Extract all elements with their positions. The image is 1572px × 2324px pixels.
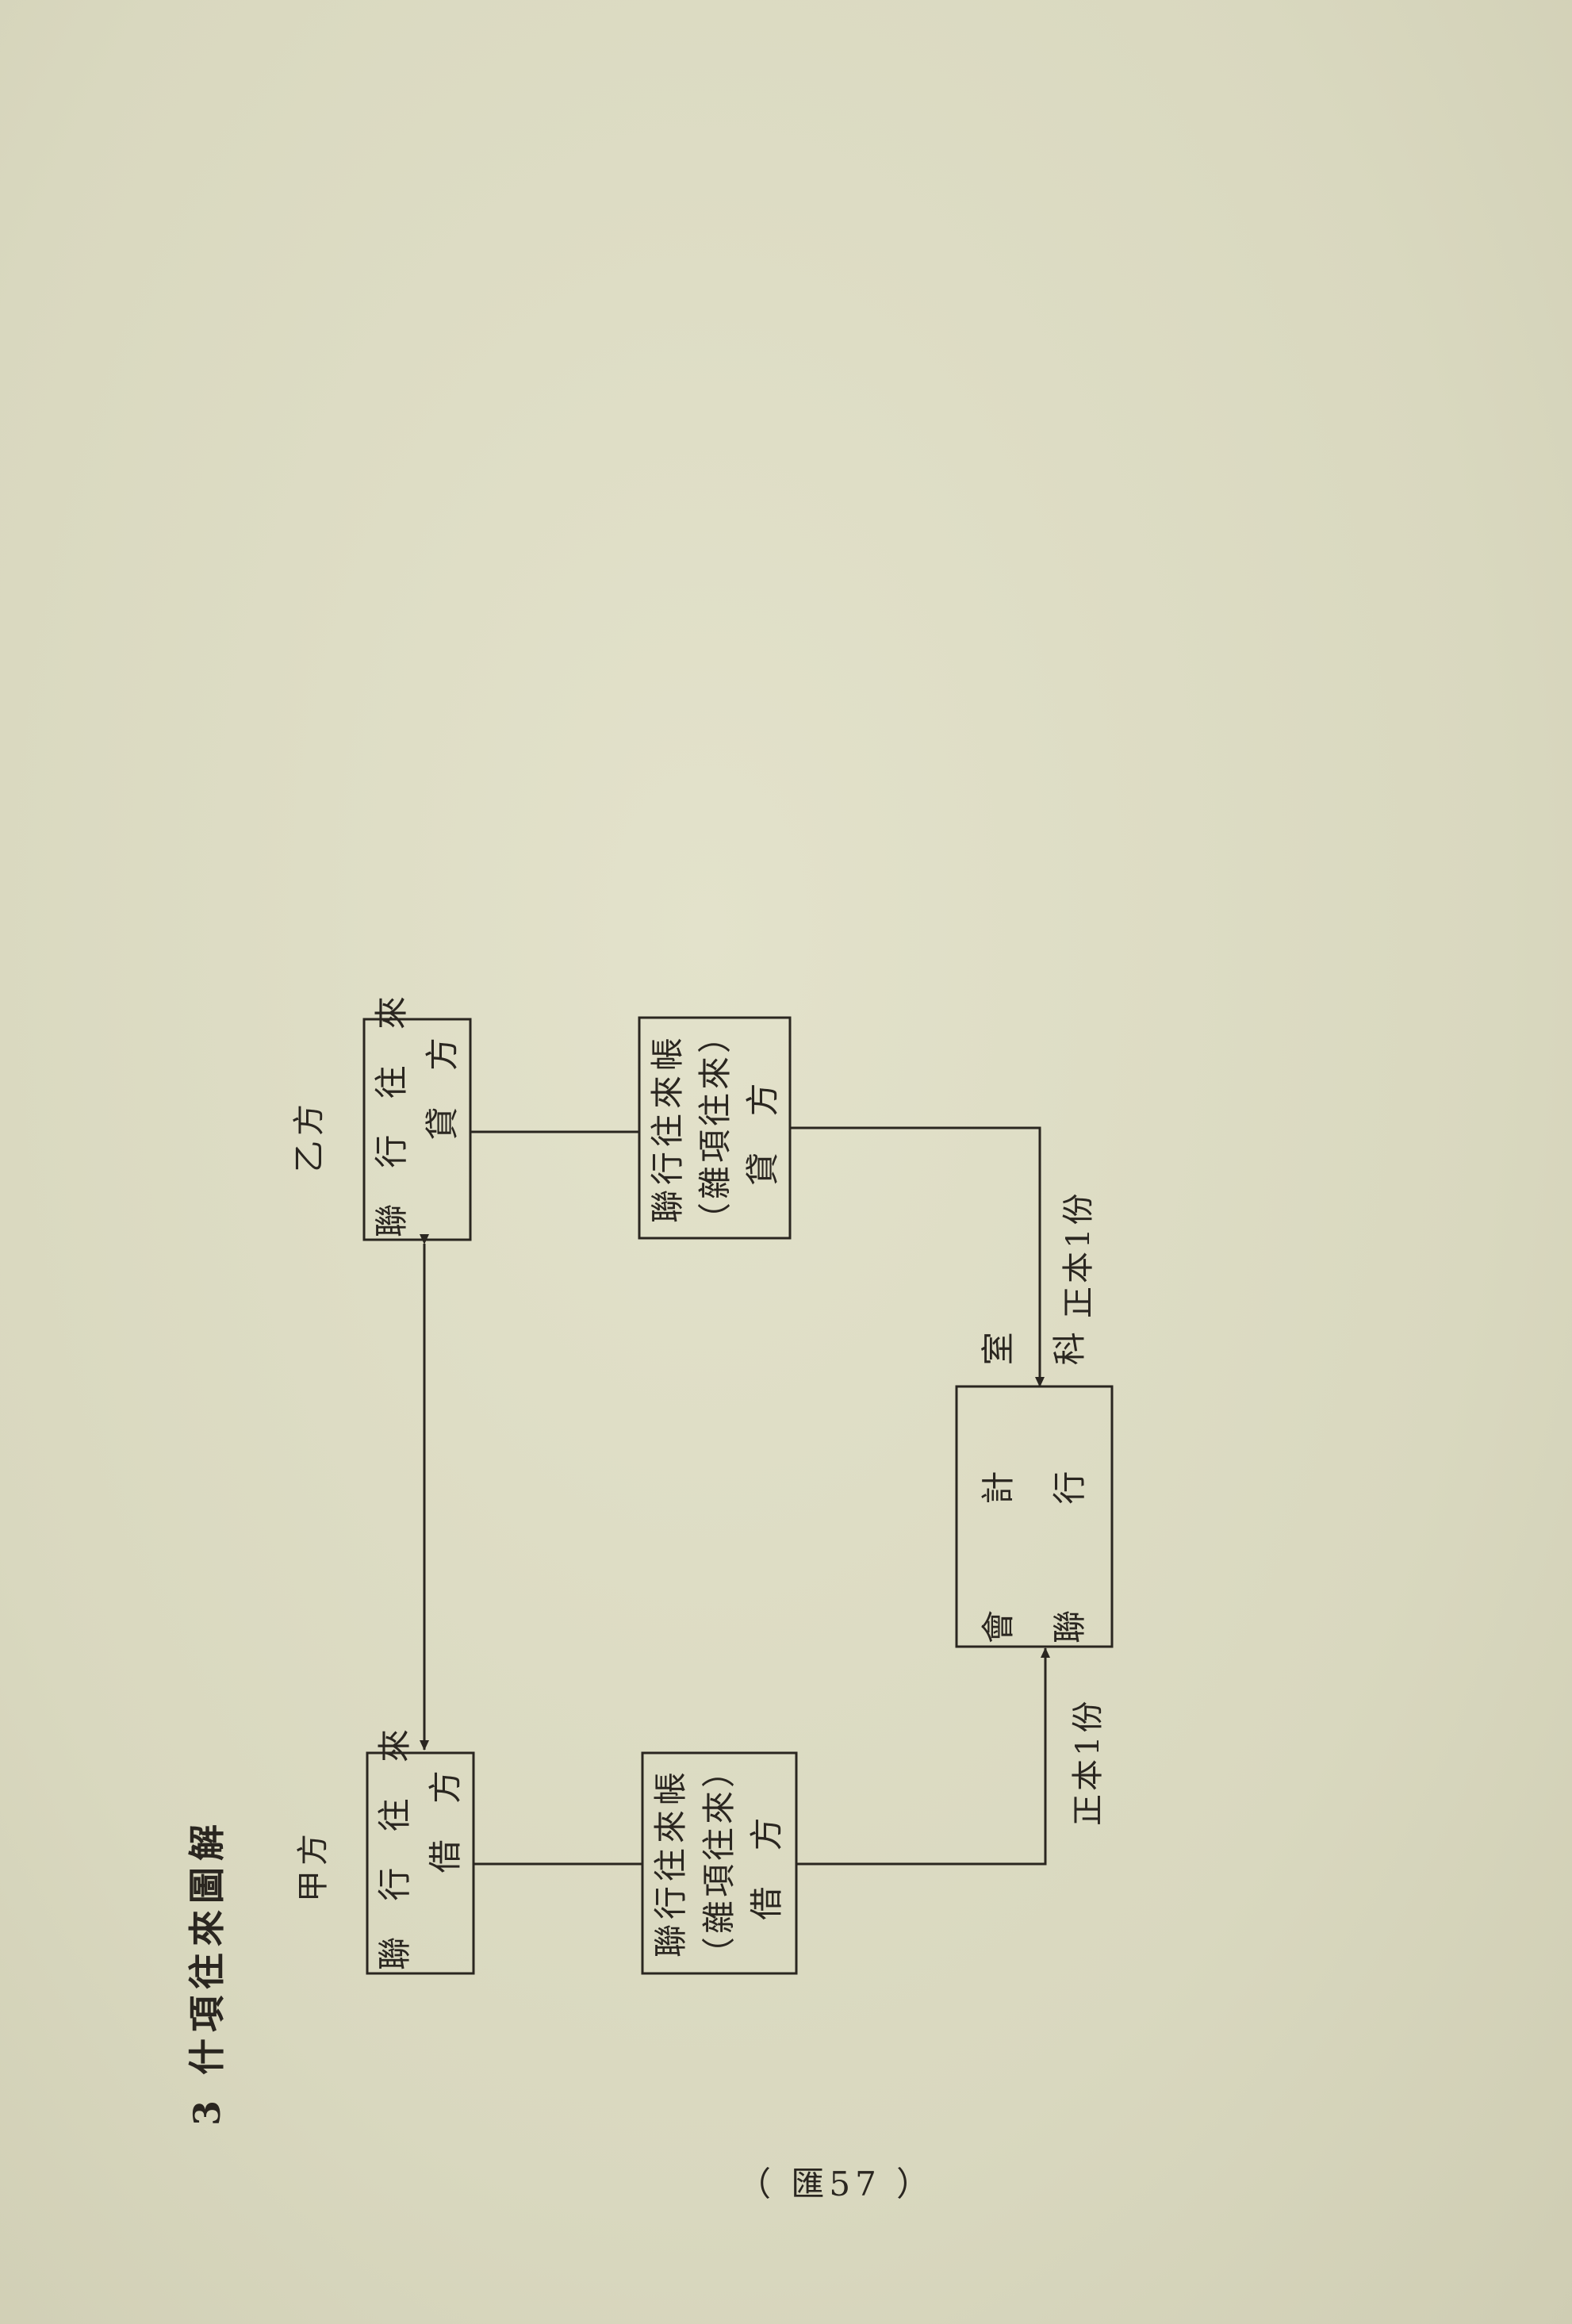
- party-b-journal-line3: 貸 方: [742, 1070, 782, 1186]
- party-b-ledger-text: 聯 行 往 來 貸 方: [366, 983, 468, 1237]
- party-a-journal-line3: 借 方: [747, 1804, 787, 1920]
- party-b-label: 乙方: [291, 1099, 328, 1172]
- accounting-office-text: 會 計 室 聯 行 科: [963, 1284, 1106, 1643]
- party-b-journal-line2: （雜項往來）: [695, 1016, 734, 1236]
- party-a-ledger-line2: 借 方: [425, 1758, 465, 1873]
- party-a-journal-line2: （雜項往來）: [699, 1751, 738, 1970]
- page-heading: 3 什項往來圖解: [186, 1817, 228, 2126]
- party-b-to-office-arrow: [790, 1126, 1045, 1387]
- party-a-journal-text: 聯行往來帳 （雜項往來） 借 方: [647, 1751, 792, 1970]
- party-a-ledger-box: [366, 1751, 475, 1975]
- party-b-journal-box: [638, 1016, 792, 1240]
- party-b-copy-label: 正本1份: [1060, 1190, 1097, 1318]
- party-b-ledger-line1: 聯 行 往 來: [371, 983, 411, 1237]
- accounting-office-line1: 會 計 室: [978, 1284, 1018, 1643]
- page-number: （ 匯57 ）: [738, 2165, 935, 2203]
- accounting-office-box: [955, 1385, 1114, 1648]
- accounting-office-line2: 聯 行 科: [1049, 1284, 1089, 1643]
- party-b-journal-text: 聯行往來帳 （雜項往來） 貸 方: [644, 1016, 787, 1236]
- party-a-label: 甲方: [295, 1829, 332, 1902]
- party-a-ledger-line1: 聯 行 往 來: [374, 1716, 414, 1970]
- party-a-journal-box: [641, 1751, 798, 1975]
- party-b-ledger-line2: 貸 方: [422, 1025, 462, 1141]
- party-b-journal-line1: 聯行往來帳: [647, 1033, 687, 1224]
- party-a-to-office-arrow: [796, 1647, 1050, 1866]
- party-a-journal-line1: 聯行往來帳: [651, 1767, 691, 1958]
- party-b-ledger-box: [362, 1018, 472, 1241]
- party-a-copy-label: 正本1份: [1070, 1697, 1106, 1826]
- party-a-ledger-text: 聯 行 往 來 借 方: [370, 1716, 471, 1970]
